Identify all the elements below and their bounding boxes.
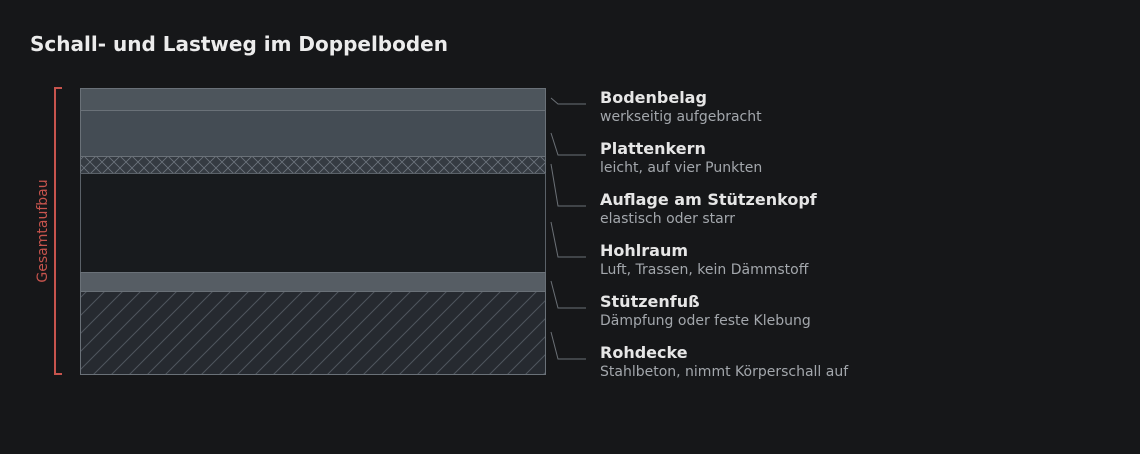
- layer-stuetzenfuss: [80, 272, 546, 292]
- label-stuetzenfuss: Stützenfuß Dämpfung oder feste Klebung: [600, 292, 811, 330]
- leader-line-hohlraum: [550, 221, 586, 258]
- leader-line-rohdecke: [550, 331, 586, 360]
- layer-rohdecke: [80, 291, 546, 375]
- layer-hohlraum: [80, 173, 546, 273]
- layer-name: Bodenbelag: [600, 88, 707, 107]
- layer-name: Plattenkern: [600, 139, 706, 158]
- leader-line-stuetzenfuss: [550, 280, 586, 309]
- layer-plattenkern: [80, 110, 546, 157]
- total-height-bracket: [54, 87, 62, 375]
- layer-description: leicht, auf vier Punkten: [600, 160, 763, 176]
- layer-description: Luft, Trassen, kein Dämmstoff: [600, 262, 809, 278]
- label-auflage: Auflage am Stützenkopf elastisch oder st…: [600, 190, 817, 228]
- layer-description: Dämpfung oder feste Klebung: [600, 313, 811, 329]
- label-hohlraum: Hohlraum Luft, Trassen, kein Dämmstoff: [600, 241, 808, 279]
- leader-line-plattenkern: [550, 132, 586, 156]
- layer-bodenbelag: [80, 88, 546, 111]
- layer-auflage: [80, 156, 546, 174]
- label-plattenkern: Plattenkern leicht, auf vier Punkten: [600, 139, 762, 177]
- layer-name: Auflage am Stützenkopf: [600, 190, 817, 209]
- label-rohdecke: Rohdecke Stahlbeton, nimmt Körperschall …: [600, 343, 848, 381]
- diagram-title: Schall- und Lastweg im Doppelboden: [30, 32, 448, 56]
- layer-description: Stahlbeton, nimmt Körperschall auf: [600, 364, 849, 380]
- layer-name: Rohdecke: [600, 343, 688, 362]
- layer-name: Hohlraum: [600, 241, 689, 260]
- layer-description: werkseitig aufgebracht: [600, 109, 762, 125]
- total-height-label: Gesamtaufbau: [35, 179, 51, 283]
- label-bodenbelag: Bodenbelag werkseitig aufgebracht: [600, 88, 762, 126]
- leader-line-bodenbelag: [550, 97, 586, 105]
- layer-name: Stützenfuß: [600, 292, 700, 311]
- layer-description: elastisch oder starr: [600, 211, 735, 227]
- leader-line-auflage: [550, 163, 586, 207]
